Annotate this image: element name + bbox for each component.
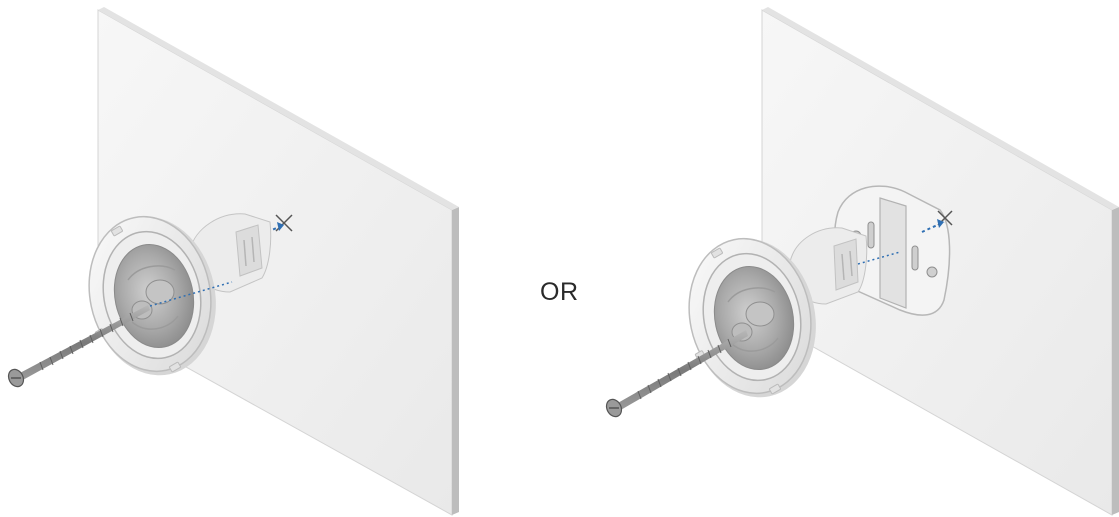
wall-panel <box>97 7 459 516</box>
guide-arrow-icon <box>937 219 944 228</box>
option-bracket-wall-mount <box>605 7 1119 516</box>
or-separator-label: OR <box>540 278 579 306</box>
camera-mount-ring <box>688 237 816 398</box>
mounting-bracket <box>833 185 951 316</box>
camera-mount-neck <box>789 227 868 305</box>
bracket-slot <box>911 245 919 271</box>
option-direct-wall-mount <box>7 7 459 516</box>
bracket-hole <box>926 266 938 278</box>
camera-mount-ring <box>88 215 216 376</box>
screw <box>7 305 150 388</box>
screw-path-line <box>857 251 901 265</box>
screw <box>605 330 748 418</box>
guide-arrow-icon <box>277 222 284 231</box>
bracket-slot <box>867 221 875 249</box>
screw-path-line <box>149 281 233 307</box>
